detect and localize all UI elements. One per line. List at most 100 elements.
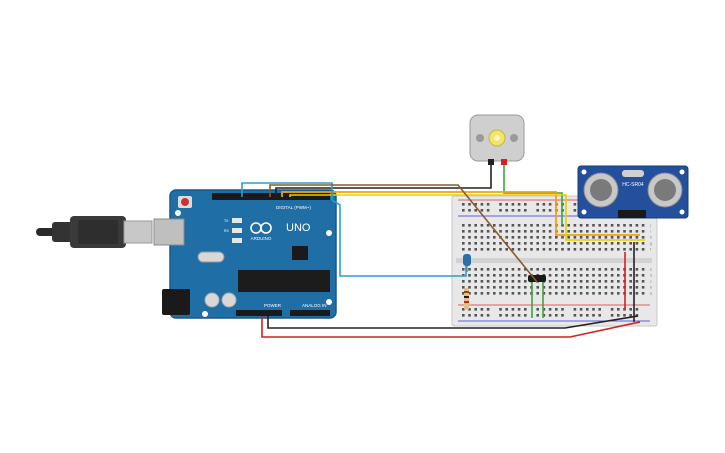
breadboard-hole[interactable] (641, 224, 645, 227)
breadboard-hole[interactable] (462, 286, 465, 289)
breadboard-hole[interactable] (610, 224, 614, 227)
breadboard-hole[interactable] (474, 242, 477, 245)
breadboard-hole[interactable] (524, 286, 527, 289)
breadboard-hole[interactable] (555, 268, 558, 271)
breadboard-hole[interactable] (486, 209, 490, 212)
breadboard-hole[interactable] (629, 280, 632, 283)
breadboard-hole[interactable] (573, 274, 577, 277)
breadboard-hole[interactable] (517, 242, 521, 245)
breadboard-hole[interactable] (462, 248, 465, 251)
breadboard-hole[interactable] (542, 314, 546, 317)
breadboard-hole[interactable] (548, 224, 552, 227)
breadboard-hole[interactable] (511, 268, 515, 271)
breadboard-hole[interactable] (530, 268, 533, 271)
breadboard-hole[interactable] (610, 268, 614, 271)
breadboard-hole[interactable] (493, 248, 496, 251)
wire-power-red[interactable] (261, 316, 641, 338)
breadboard-hole[interactable] (573, 224, 577, 227)
breadboard-hole[interactable] (555, 314, 558, 317)
breadboard-hole[interactable] (573, 203, 577, 206)
breadboard-hole[interactable] (573, 280, 577, 283)
breadboard-hole[interactable] (480, 248, 484, 251)
breadboard-hole[interactable] (579, 274, 583, 277)
breadboard-hole[interactable] (573, 308, 577, 311)
breadboard-hole[interactable] (505, 268, 508, 271)
breadboard-hole[interactable] (486, 248, 490, 251)
breadboard-hole[interactable] (561, 224, 564, 227)
breadboard-hole[interactable] (586, 314, 589, 317)
breadboard-hole[interactable] (548, 242, 552, 245)
breadboard-hole[interactable] (573, 248, 577, 251)
breadboard-hole[interactable] (573, 209, 577, 212)
breadboard-hole[interactable] (468, 203, 471, 206)
breadboard-hole[interactable] (468, 286, 471, 289)
breadboard-hole[interactable] (480, 280, 484, 283)
breadboard-hole[interactable] (604, 230, 608, 233)
breadboard-hole[interactable] (573, 286, 577, 289)
breadboard-hole[interactable] (511, 209, 515, 212)
breadboard-hole[interactable] (462, 209, 465, 212)
breadboard-hole[interactable] (536, 314, 539, 317)
breadboard-hole[interactable] (536, 248, 539, 251)
breadboard-hole[interactable] (468, 292, 471, 295)
wire-cyan-top[interactable] (241, 182, 333, 200)
breadboard-hole[interactable] (536, 203, 539, 206)
breadboard-hole[interactable] (474, 292, 477, 295)
breadboard-hole[interactable] (486, 230, 490, 233)
breadboard-hole[interactable] (641, 268, 645, 271)
breadboard-hole[interactable] (499, 248, 502, 251)
arduino-uno-board[interactable]: ARDUINO UNO DIGITAL (PWM~) POWER ANALOG … (153, 189, 337, 319)
breadboard-hole[interactable] (524, 209, 527, 212)
breadboard-hole[interactable] (536, 236, 539, 239)
breadboard-hole[interactable] (561, 248, 564, 251)
breadboard-hole[interactable] (598, 286, 601, 289)
breadboard-hole[interactable] (548, 274, 552, 277)
breadboard-hole[interactable] (486, 280, 490, 283)
breadboard-hole[interactable] (468, 274, 471, 277)
breadboard-hole[interactable] (486, 292, 490, 295)
breadboard-hole[interactable] (499, 274, 502, 277)
breadboard-hole[interactable] (468, 242, 471, 245)
breadboard-hole[interactable] (493, 242, 496, 245)
breadboard-hole[interactable] (462, 242, 465, 245)
breadboard-hole[interactable] (555, 280, 558, 283)
usb-cable[interactable] (36, 216, 153, 248)
breadboard-hole[interactable] (617, 230, 620, 233)
breadboard-hole[interactable] (480, 308, 484, 311)
breadboard-hole[interactable] (548, 286, 552, 289)
breadboard-hole[interactable] (623, 242, 626, 245)
breadboard-hole[interactable] (561, 242, 564, 245)
breadboard-hole[interactable] (592, 286, 595, 289)
breadboard-hole[interactable] (499, 203, 502, 206)
breadboard-hole[interactable] (474, 209, 477, 212)
breadboard-hole[interactable] (474, 230, 477, 233)
breadboard-hole[interactable] (517, 292, 521, 295)
breadboard-hole[interactable] (629, 274, 632, 277)
dc-motor[interactable] (469, 114, 525, 165)
breadboard-hole[interactable] (517, 268, 521, 271)
breadboard-hole[interactable] (635, 236, 639, 239)
breadboard-hole[interactable] (542, 268, 546, 271)
breadboard-hole[interactable] (561, 230, 564, 233)
breadboard-hole[interactable] (542, 236, 546, 239)
breadboard-hole[interactable] (567, 274, 570, 277)
breadboard-hole[interactable] (635, 274, 639, 277)
breadboard-hole[interactable] (567, 236, 570, 239)
breadboard-hole[interactable] (592, 230, 595, 233)
breadboard-hole[interactable] (635, 308, 639, 311)
breadboard-hole[interactable] (505, 203, 508, 206)
breadboard-hole[interactable] (517, 274, 521, 277)
breadboard-hole[interactable] (617, 236, 620, 239)
breadboard-hole[interactable] (555, 242, 558, 245)
breadboard-hole[interactable] (542, 203, 546, 206)
breadboard-hole[interactable] (542, 242, 546, 245)
breadboard-hole[interactable] (486, 314, 490, 317)
breadboard-hole[interactable] (579, 242, 583, 245)
breadboard-hole[interactable] (517, 280, 521, 283)
breadboard-hole[interactable] (617, 308, 620, 311)
breadboard-hole[interactable] (604, 286, 608, 289)
breadboard-hole[interactable] (641, 292, 645, 295)
breadboard-hole[interactable] (486, 203, 490, 206)
breadboard-hole[interactable] (505, 292, 508, 295)
